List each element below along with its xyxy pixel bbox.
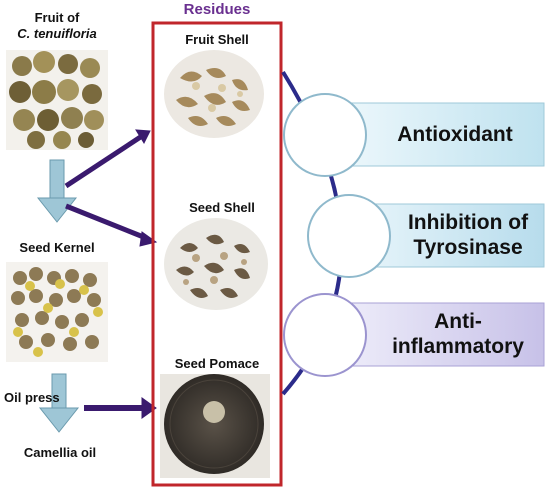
down-arrow-1 <box>36 159 78 223</box>
seed-kernel-label: Seed Kernel <box>19 240 95 255</box>
activity-1-line1: Antioxidant <box>397 123 513 146</box>
fruit-label-line2: C. tenuifloria <box>17 26 97 41</box>
fruit-shell-label: Fruit Shell <box>185 32 249 47</box>
activity-circle-2 <box>307 194 391 278</box>
oil-press-label: Oil press <box>4 390 60 405</box>
activity-anti-inflammatory-text: Anti- inflammatory <box>372 309 544 359</box>
activity-antioxidant-text: Antioxidant <box>366 122 544 147</box>
seed-shell-label: Seed Shell <box>189 200 255 215</box>
residues-box <box>151 21 283 487</box>
activity-3-line2: inflammatory <box>392 335 524 358</box>
activity-tyrosinase-text: Inhibition of Tyrosinase <box>388 210 548 260</box>
activity-box-anti-inflammatory <box>335 302 545 367</box>
fruit-label-line1: Fruit of <box>34 10 80 25</box>
fruit-photo <box>6 50 108 150</box>
fruit-label: Fruit of C. tenuifloria <box>0 10 114 42</box>
activity-circle-1 <box>283 93 367 177</box>
arrow-to-seed-pomace <box>84 397 157 419</box>
activity-2-line1: Inhibition of <box>407 211 529 234</box>
fruit-shell-photo <box>164 50 264 138</box>
arrow-to-fruit-shell <box>64 129 151 189</box>
residues-title: Residues <box>183 1 251 18</box>
seed-shell-photo <box>164 218 268 310</box>
camellia-oil-label: Camellia oil <box>23 445 97 460</box>
seed-kernel-photo <box>6 262 108 362</box>
activity-box-antioxidant <box>335 102 545 167</box>
down-arrow-2 <box>38 373 80 433</box>
activity-2-line2: Tyrosinase <box>413 236 523 259</box>
seed-pomace-label: Seed Pomace <box>174 356 260 371</box>
seed-pomace-photo <box>160 374 270 478</box>
activity-3-line1: Anti- <box>434 310 482 333</box>
activity-circle-3 <box>283 293 367 377</box>
